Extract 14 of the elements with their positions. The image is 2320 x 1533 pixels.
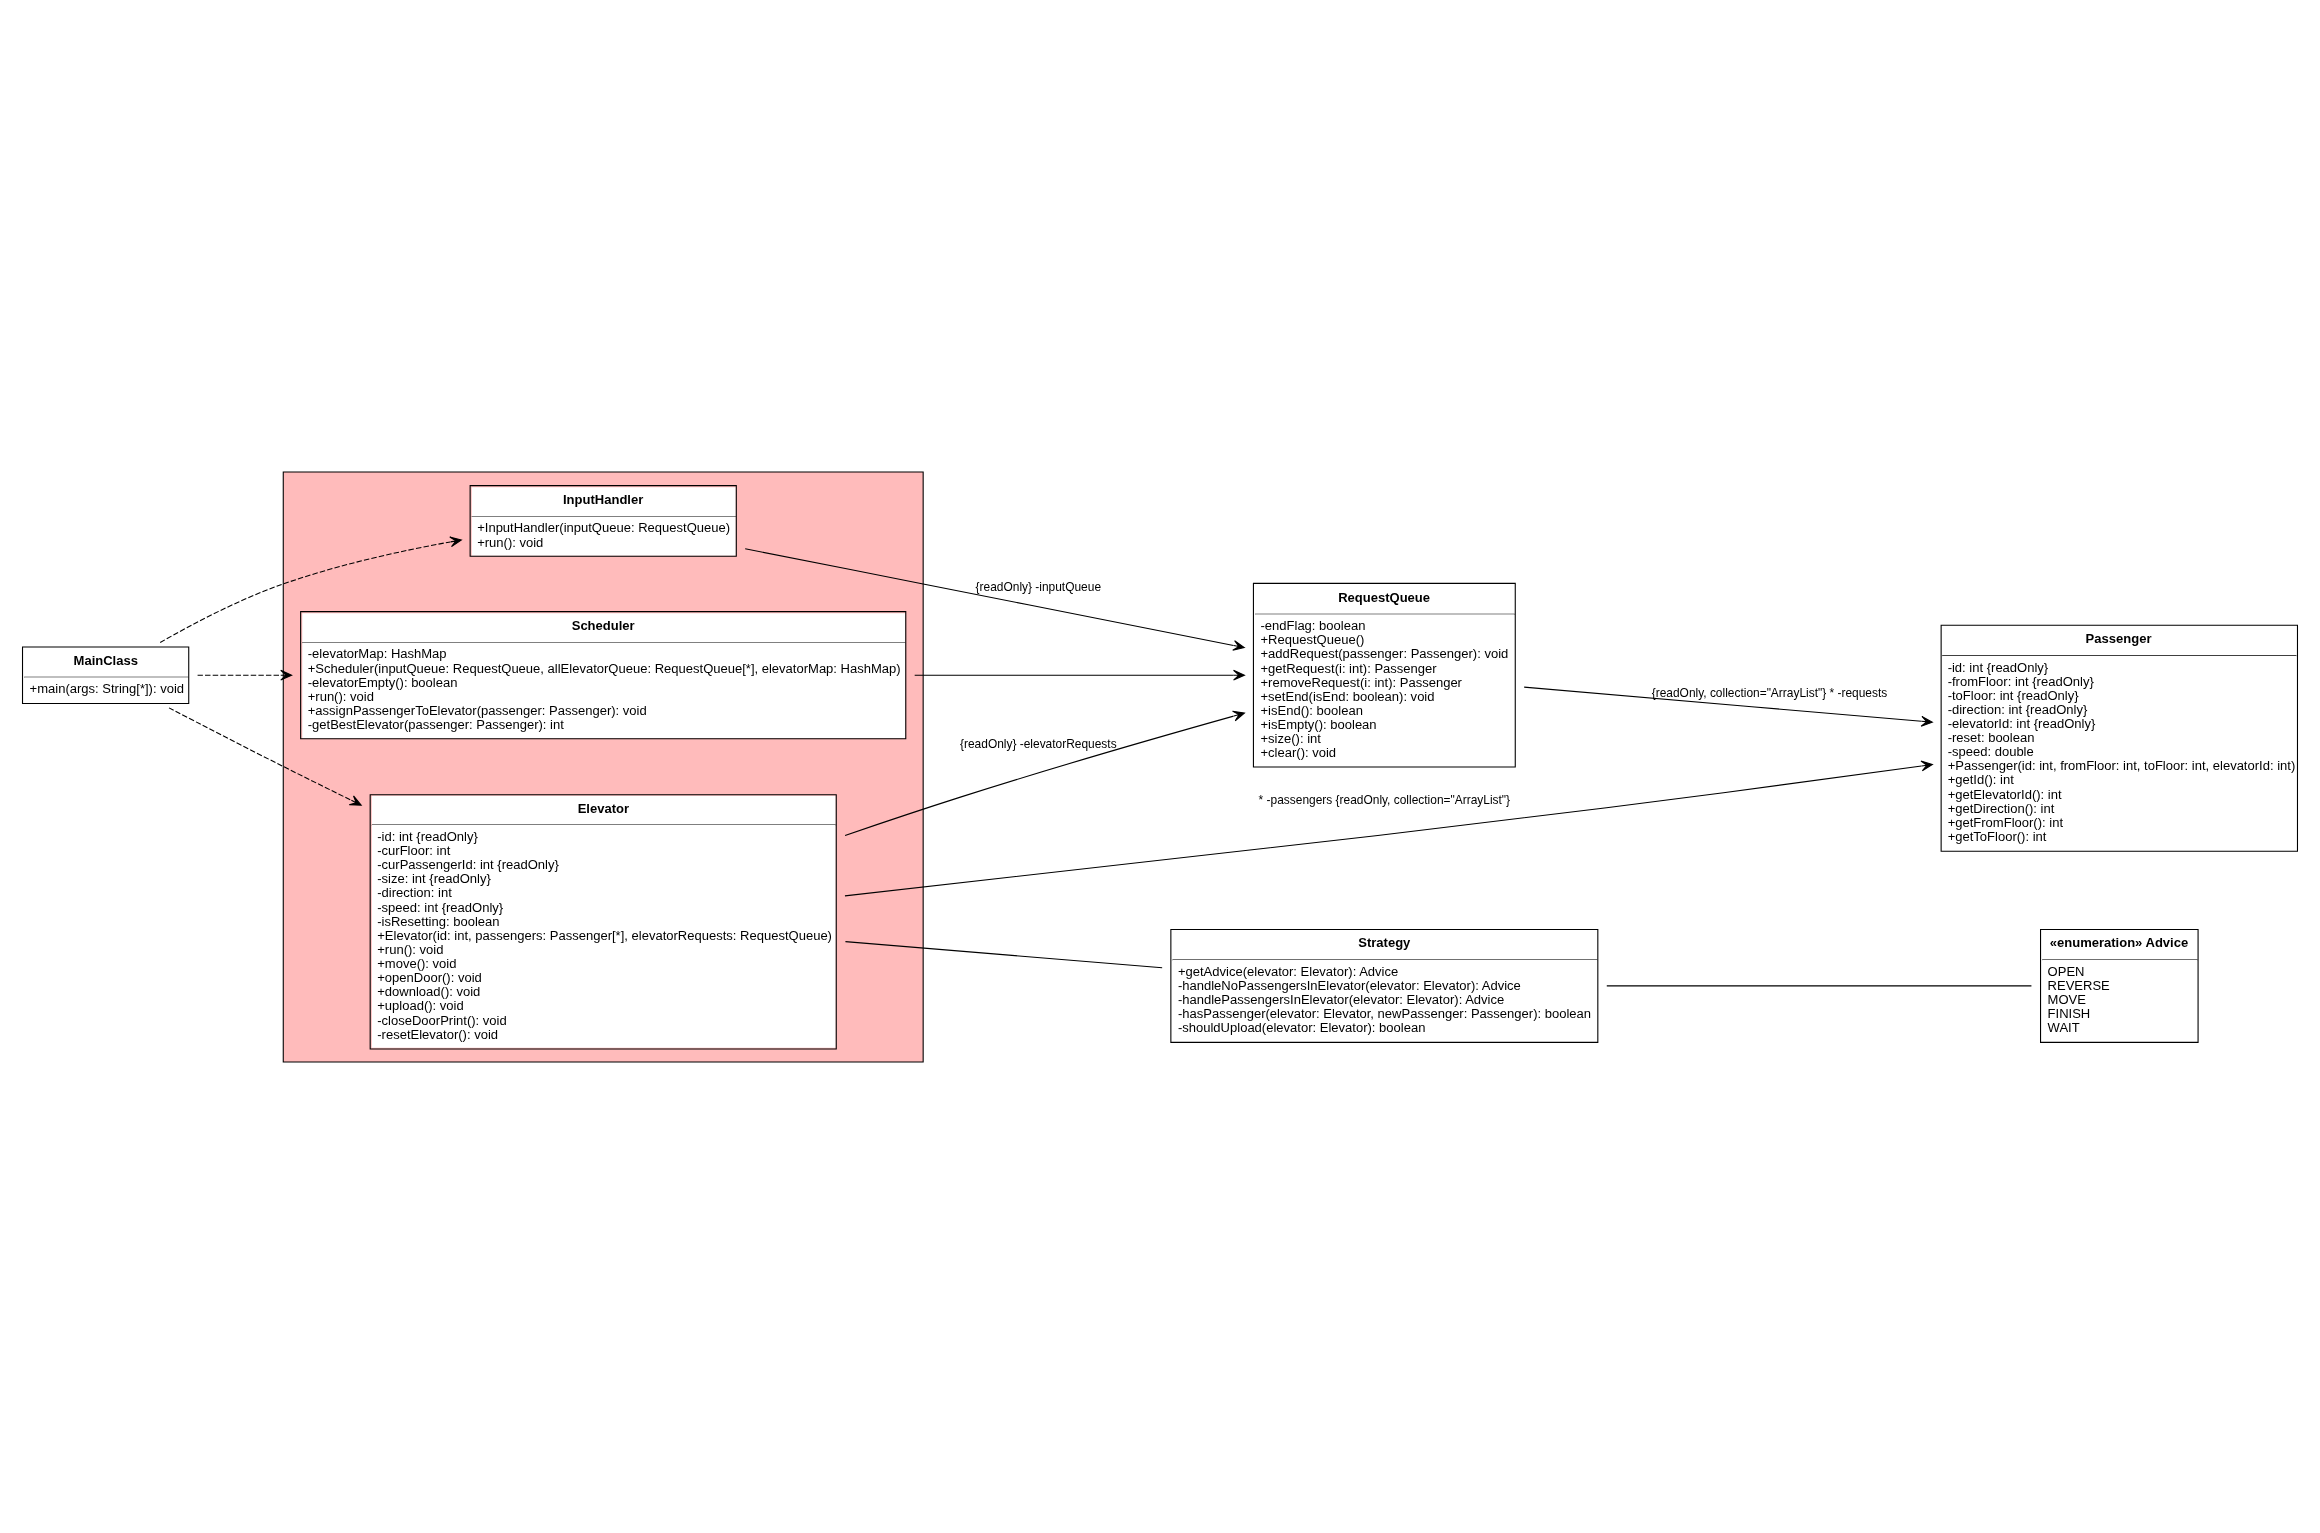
- edge-label: {readOnly} -inputQueue: [975, 579, 1102, 594]
- arrow: [197, 669, 293, 681]
- connector: [1606, 984, 2032, 986]
- arrow: [168, 706, 362, 806]
- connector: [844, 940, 1163, 968]
- arrow: [844, 710, 1245, 836]
- arrow: [914, 669, 1245, 681]
- edge-label: {readOnly, collection="ArrayList"} * -requests: [1651, 685, 1888, 700]
- arrow: [744, 547, 1245, 651]
- edge-label: {readOnly} -elevatorRequests: [960, 736, 1117, 751]
- arrow: [1523, 686, 1933, 727]
- edge-label: * -passengers {readOnly, collection="ArrayList"}: [1258, 792, 1511, 807]
- arrow: [159, 536, 462, 643]
- arrow: [844, 760, 1933, 896]
